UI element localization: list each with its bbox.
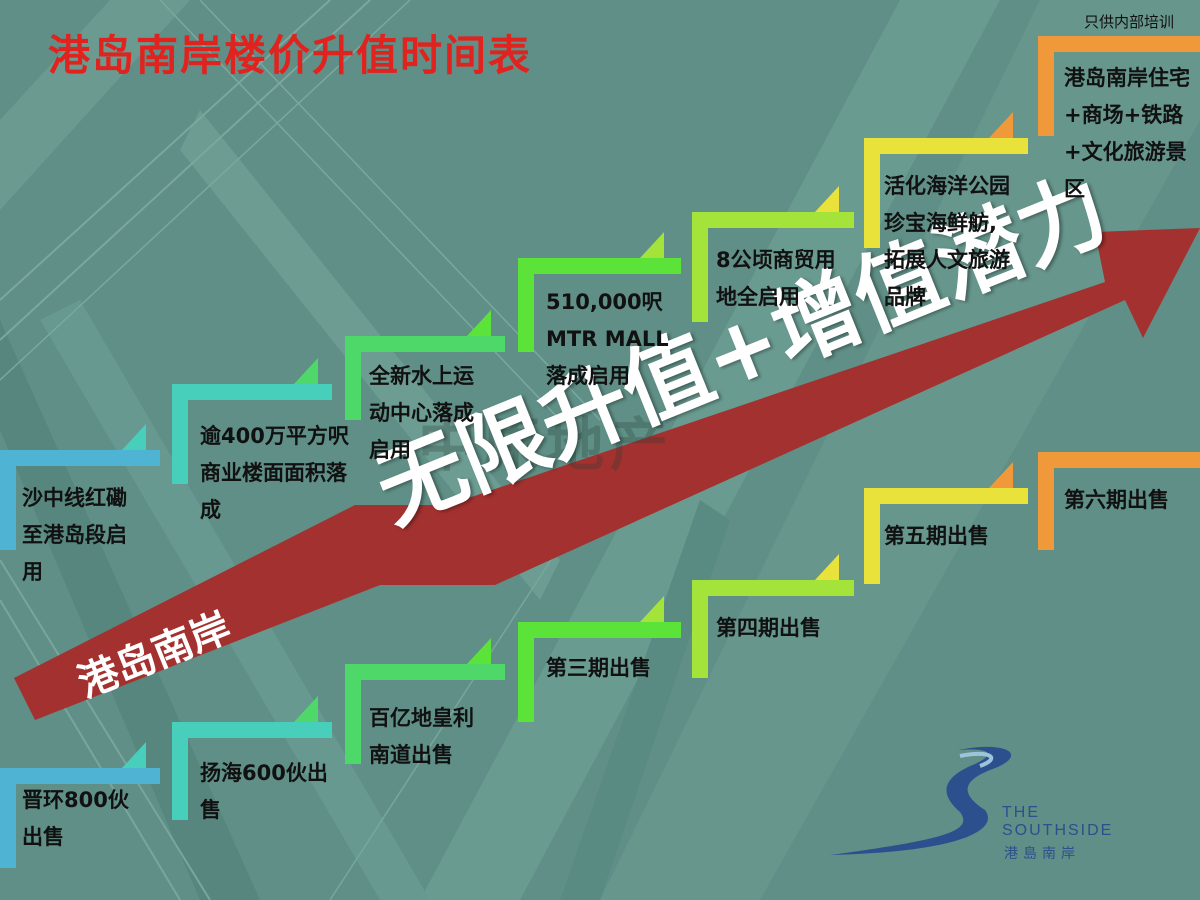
upper-step-6-label: 活化海洋公园珍宝海鲜舫,拓展人文旅游品牌 [884,174,1010,309]
upper-step-7-label: 港岛南岸住宅+商场+铁路+文化旅游景区 [1064,66,1190,201]
lower-step-2-label: 扬海600伙出售 [200,761,328,822]
lower-step-6 [864,462,1028,584]
page-title: 港岛南岸楼价升值时间表 [48,31,533,80]
upper-step-4-label: 510,000呎 MTR MALL 落成启用 [546,290,669,388]
internal-training-note: 只供内部培训 [1083,13,1174,31]
lower-step-3 [345,638,505,764]
southside-logo-text: THE SOUTHSIDE [1002,804,1113,840]
southside-logo-icon [830,746,1012,855]
upper-step-5 [692,186,854,322]
upper-step-2 [172,358,332,484]
upper-step-3 [345,310,505,420]
upper-step-1-label: 沙中线红磡至港岛段启用 [22,486,127,584]
lower-step-4 [518,596,681,722]
lower-step-3-label: 百亿地皇利南道出售 [369,706,474,767]
logo-line-southside: SOUTHSIDE [1002,822,1114,839]
upper-steps [0,36,1200,550]
lower-step-7 [1038,452,1200,550]
lower-step-5 [692,554,854,678]
lower-step-6-label: 第五期出售 [884,524,989,548]
logo-chinese-text: 港島南岸 [1004,846,1080,862]
upper-step-3-label: 全新水上运动中心落成启用 [369,364,474,462]
logo-line-the: THE [1002,804,1040,821]
upper-step-6 [864,112,1028,248]
upper-step-4 [518,232,681,352]
lower-step-7-label: 第六期出售 [1064,488,1169,512]
lower-step-2 [172,696,332,820]
upper-step-2-label: 逾400万平方呎商业楼面面积落成 [200,424,349,522]
lower-step-4-label: 第三期出售 [546,656,651,680]
watermark-text: 中原地产 [418,411,675,479]
lower-step-1-label: 晋环800伙出售 [22,788,129,849]
upper-step-7 [1038,36,1200,136]
upper-step-1 [0,424,160,550]
lower-steps [0,452,1200,868]
upper-step-5-label: 8公顷商贸用地全启用 [716,248,836,309]
lower-step-1 [0,742,160,868]
lower-step-5-label: 第四期出售 [716,616,821,640]
growth-arrow [14,228,1200,720]
